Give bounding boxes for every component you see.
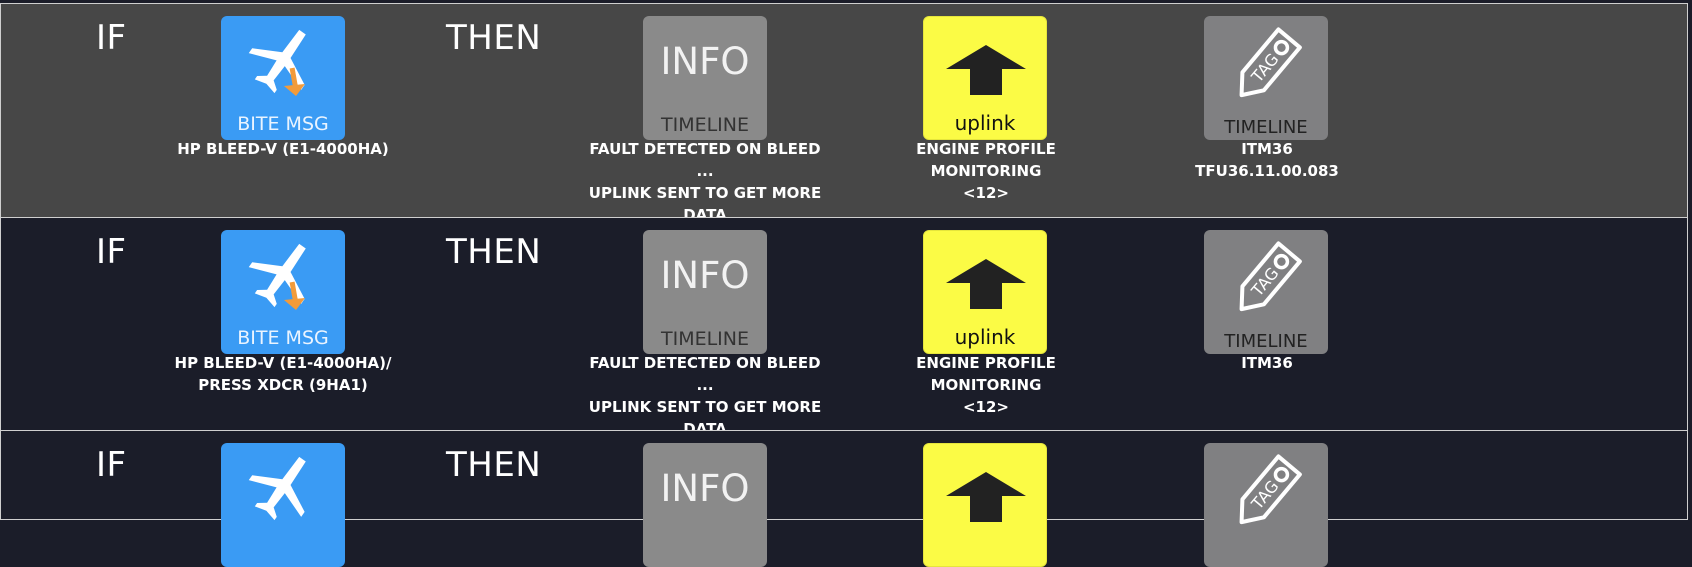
uplink-caption: ENGINE PROFILE MONITORING <12> — [863, 138, 1109, 204]
info-caption: FAULT DETECTED ON BLEED ... UPLINK SENT … — [579, 352, 831, 440]
if-keyword: IF — [96, 445, 127, 485]
info-title: INFO — [660, 467, 750, 510]
uplink-tile[interactable]: uplink — [923, 230, 1047, 354]
tag-icon-text: TAG — [1247, 477, 1283, 514]
bite-msg-tile[interactable] — [221, 443, 345, 567]
bite-msg-tile[interactable]: BITE MSG — [221, 16, 345, 140]
uplink-caption-line: <12> — [962, 184, 1009, 202]
info-caption-line: UPLINK SENT TO GET MORE — [588, 184, 822, 202]
tag-timeline-tile[interactable]: TAG TIMELINE — [1204, 230, 1328, 354]
airplane-arrow-icon — [248, 29, 306, 96]
then-keyword: THEN — [446, 232, 542, 272]
uplink-caption-line: ENGINE PROFILE MONITORING — [916, 140, 1056, 180]
uplink-tile[interactable]: uplink — [923, 16, 1047, 140]
if-keyword: IF — [96, 232, 127, 272]
info-caption-line: UPLINK SENT TO GET MORE — [588, 398, 822, 416]
tag-icon-text: TAG — [1247, 264, 1283, 301]
bite-msg-label: BITE MSG — [237, 327, 329, 349]
info-title: INFO — [660, 40, 750, 83]
condition-line: HP BLEED-V (E1-4000HA)/ — [174, 354, 392, 372]
tag-caption: ITM36 — [1164, 352, 1370, 374]
uplink-tile[interactable] — [923, 443, 1047, 567]
tag-caption: ITM36 TFU36.11.00.083 — [1164, 138, 1370, 182]
rule-row[interactable]: IF BITE MSG HP BLEED-V (E1-4000HA)/ PRES… — [0, 217, 1688, 438]
bite-msg-label: BITE MSG — [237, 113, 329, 135]
up-arrow-icon — [946, 472, 1026, 522]
info-title: INFO — [660, 254, 750, 297]
info-timeline-tile[interactable]: INFO — [643, 443, 767, 567]
condition-caption: HP BLEED-V (E1-4000HA)/ PRESS XDCR (9HA1… — [171, 352, 395, 396]
tag-icon-text: TAG — [1247, 50, 1283, 87]
airplane-arrow-icon — [248, 243, 306, 310]
uplink-caption: ENGINE PROFILE MONITORING <12> — [863, 352, 1109, 418]
bite-msg-tile[interactable]: BITE MSG — [221, 230, 345, 354]
tag-label: TIMELINE — [1224, 331, 1308, 352]
uplink-caption-line: <12> — [962, 398, 1009, 416]
tag-timeline-tile[interactable]: TAG TIMELINE — [1204, 16, 1328, 140]
rule-row[interactable]: IF THEN INFO TAG — [0, 430, 1688, 567]
tag-timeline-tile[interactable]: TAG — [1204, 443, 1328, 567]
tag-icon: TAG — [1239, 241, 1302, 312]
uplink-label: uplink — [954, 325, 1016, 349]
info-sub-label: TIMELINE — [660, 114, 749, 136]
up-arrow-icon — [946, 45, 1026, 95]
info-timeline-tile[interactable]: INFO TIMELINE — [643, 16, 767, 140]
if-keyword: IF — [96, 18, 127, 58]
info-caption: FAULT DETECTED ON BLEED ... UPLINK SENT … — [579, 138, 831, 226]
up-arrow-icon — [946, 259, 1026, 309]
info-caption-line: FAULT DETECTED ON BLEED ... — [589, 354, 821, 394]
tag-icon: TAG — [1239, 27, 1302, 98]
tag-label: TIMELINE — [1224, 117, 1308, 138]
tag-caption-line: ITM36 — [1241, 140, 1293, 158]
info-sub-label: TIMELINE — [660, 328, 749, 350]
condition-caption: HP BLEED-V (E1-4000HA) — [171, 138, 395, 160]
uplink-caption-line: ENGINE PROFILE MONITORING — [916, 354, 1056, 394]
tag-caption-line: ITM36 — [1241, 354, 1293, 372]
info-caption-line: FAULT DETECTED ON BLEED ... — [589, 140, 821, 180]
uplink-label: uplink — [954, 111, 1016, 135]
rule-row[interactable]: IF BITE MSG HP BLEED-V (E1-4000HA) THEN … — [0, 3, 1688, 224]
tag-icon: TAG — [1239, 454, 1302, 525]
airplane-arrow-icon — [248, 456, 306, 521]
info-timeline-tile[interactable]: INFO TIMELINE — [643, 230, 767, 354]
then-keyword: THEN — [446, 18, 542, 58]
tag-caption-line: TFU36.11.00.083 — [1195, 162, 1339, 180]
condition-line: PRESS XDCR (9HA1) — [198, 376, 368, 394]
condition-line: HP BLEED-V (E1-4000HA) — [177, 140, 389, 158]
rules-list: IF BITE MSG HP BLEED-V (E1-4000HA) THEN … — [0, 3, 1688, 567]
then-keyword: THEN — [446, 445, 542, 485]
